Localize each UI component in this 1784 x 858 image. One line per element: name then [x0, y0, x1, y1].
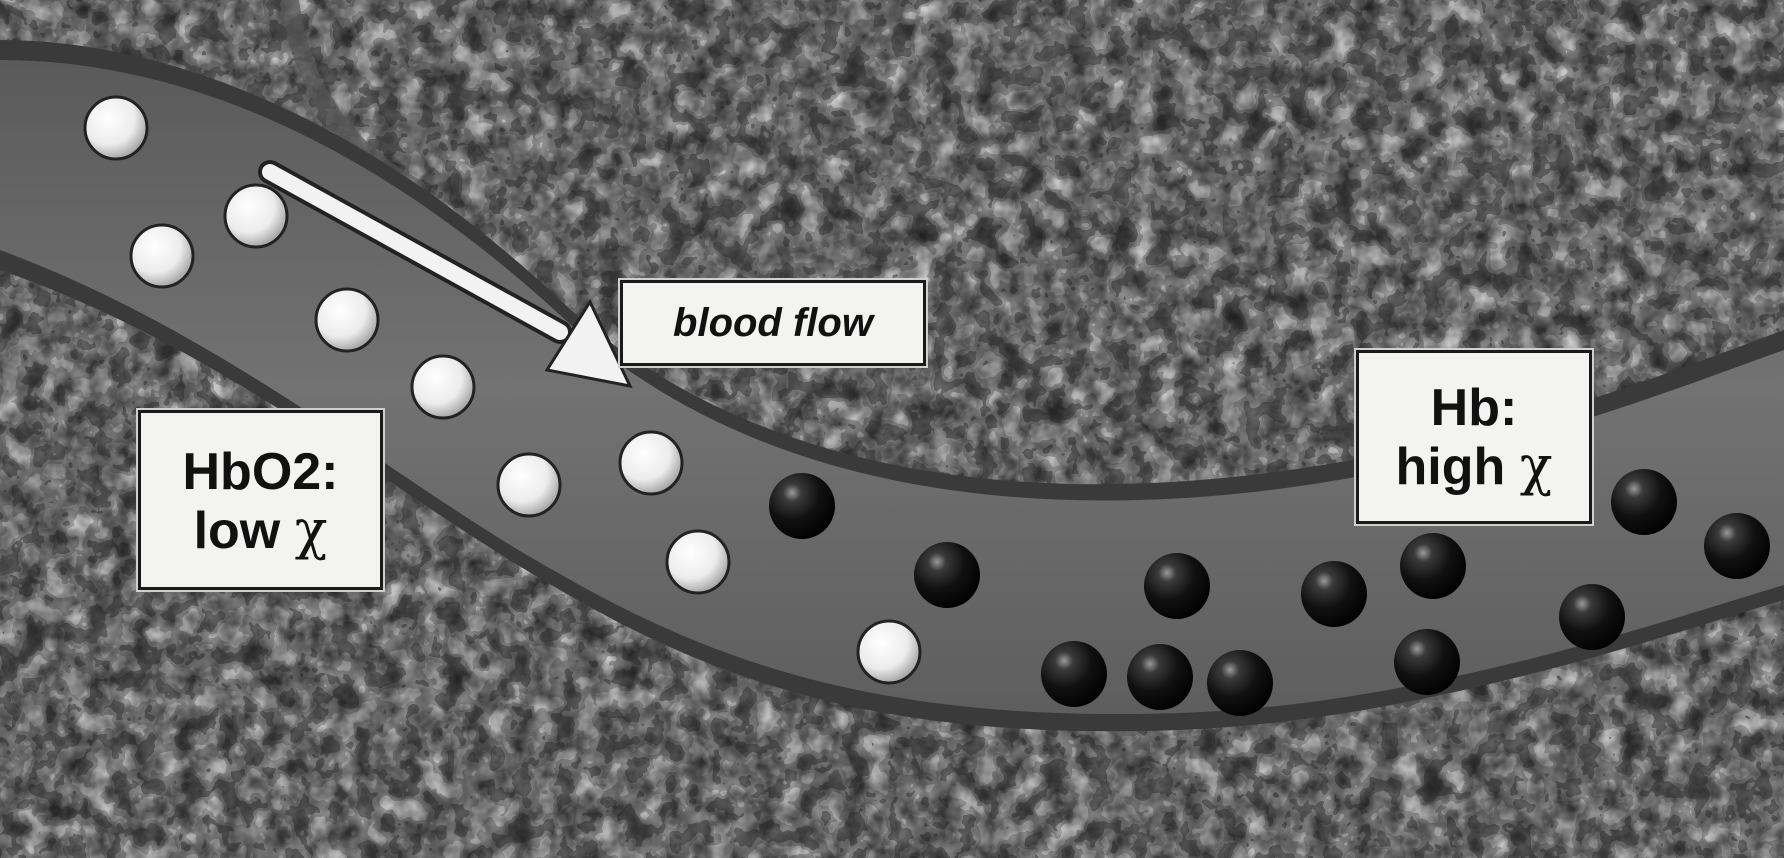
oxygenated-cell — [667, 531, 729, 593]
deoxygenated-cell — [1400, 533, 1466, 599]
deoxygenated-cell — [1394, 629, 1460, 695]
oxygenated-cell — [858, 621, 920, 683]
deoxygenated-cell — [1611, 469, 1677, 535]
deoxygenated-cell — [914, 542, 980, 608]
oxygenated-cell — [412, 356, 474, 418]
oxygenated-cell — [131, 225, 193, 287]
deoxygenated-cell — [1207, 650, 1273, 716]
deoxygenated-cell — [1559, 584, 1625, 650]
deoxygenated-cell — [1041, 641, 1107, 707]
oxygenated-cell — [85, 97, 147, 159]
oxygenated-species: HbO2: — [141, 443, 380, 501]
deoxygenated-cell — [1144, 553, 1210, 619]
oxygenated-cell — [225, 185, 287, 247]
deoxygenated-label: Hb: high χ — [1356, 350, 1592, 524]
deoxygenated-cell — [1704, 513, 1770, 579]
oxygenated-cell — [316, 289, 378, 351]
oxygenated-qualifier: low — [194, 502, 281, 560]
deoxygenated-species: Hb: — [1359, 379, 1589, 437]
deoxygenated-cell — [1127, 644, 1193, 710]
oxygenated-cell — [498, 454, 560, 516]
oxygenated-symbol: χ — [295, 498, 328, 561]
deoxygenated-cell — [769, 473, 835, 539]
deoxygenated-qualifier: high — [1396, 438, 1506, 496]
deoxygenated-symbol: χ — [1520, 434, 1553, 497]
oxygenated-cell — [620, 432, 682, 494]
deoxygenated-cell — [1301, 561, 1367, 627]
oxygenated-label: HbO2: low χ — [138, 410, 383, 590]
blood-flow-text: blood flow — [673, 301, 873, 345]
blood-flow-label: blood flow — [620, 280, 926, 366]
